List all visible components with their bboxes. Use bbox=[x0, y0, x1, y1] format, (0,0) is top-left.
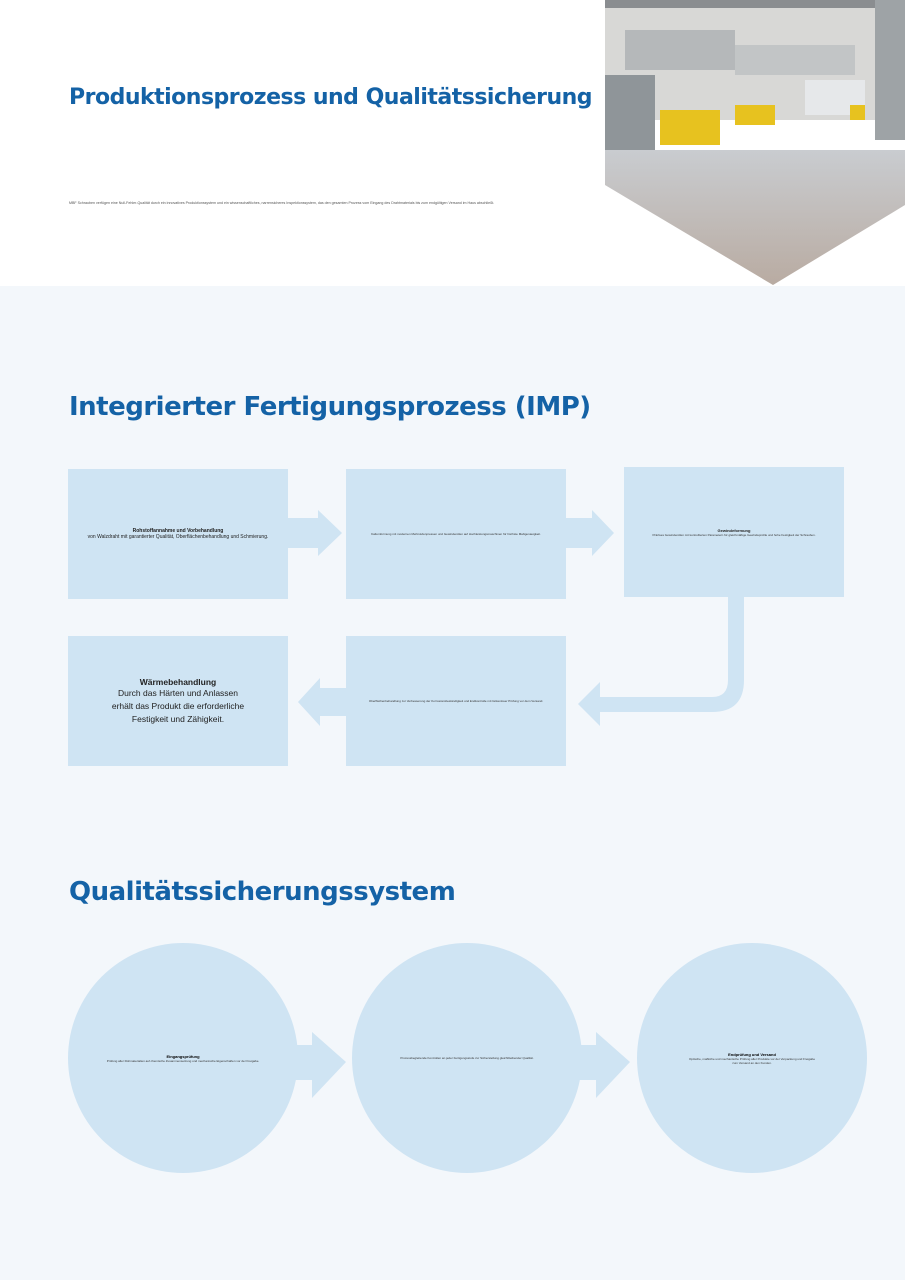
qs-item-text: Prüfung aller Rohmaterialien auf chemisc… bbox=[106, 1058, 260, 1063]
page-title: Produktionsprozess und Qualitätssicherun… bbox=[69, 85, 593, 110]
step-cold-forming: Kaltumformung mit modernen Mehrstufenpre… bbox=[346, 469, 566, 599]
qs-title: Qualitätssicherungssystem bbox=[69, 877, 456, 907]
qs-incoming-inspection: Eingangsprüfung Prüfung aller Rohmateria… bbox=[68, 943, 298, 1173]
qs-item-title: Eingangsprüfung bbox=[166, 1053, 200, 1059]
step-thread-forming: Gewindeformung Präzises Gewinderollen mi… bbox=[624, 467, 844, 597]
arrow-left-icon bbox=[298, 678, 346, 726]
imp-title: Integrierter Fertigungsprozess (IMP) bbox=[69, 392, 591, 422]
step-text: Durch das Härten und Anlassen erhält das… bbox=[111, 687, 245, 724]
qs-item-text: Optische, maßliche und mechanische Prüfu… bbox=[688, 1056, 816, 1061]
arrow-right-icon bbox=[566, 510, 614, 556]
step-surface-treatment: Oberflächenbehandlung zur Verbesserung d… bbox=[346, 636, 566, 766]
qs-item-title: Endprüfung und Versand bbox=[728, 1051, 776, 1057]
arrow-right-icon bbox=[575, 1032, 630, 1098]
step-heat-treatment: Wärmebehandlung Durch das Härten und Anl… bbox=[68, 636, 288, 766]
step-text: von Walzdraht mit garantierter Qualität,… bbox=[87, 534, 269, 540]
qs-item-text-2: zum Versand an den Kunden. bbox=[732, 1060, 772, 1065]
step-text: Oberflächenbehandlung zur Verbesserung d… bbox=[368, 699, 544, 703]
step-title: Rohstoffannahme und Vorbehandlung bbox=[132, 528, 224, 534]
step-text: Kaltumformung mit modernen Mehrstufenpre… bbox=[371, 532, 541, 536]
intro-text: MBF Schrauben verfügen eine Null-Fehler-… bbox=[69, 201, 495, 205]
arrow-right-icon bbox=[288, 510, 342, 556]
qs-final-inspection: Endprüfung und Versand Optische, maßlich… bbox=[637, 943, 867, 1173]
step-title: Gewindeformung bbox=[717, 527, 751, 533]
step-text: Präzises Gewinderollen mit kontrollierte… bbox=[652, 532, 816, 537]
connector-arrow-icon bbox=[578, 597, 744, 726]
arrow-right-icon bbox=[290, 1032, 346, 1098]
qs-process-control: Prozessbegleitende Kontrollen an jeder F… bbox=[352, 943, 582, 1173]
factory-photo bbox=[605, 0, 905, 285]
step-raw-material: Rohstoffannahme und Vorbehandlung von Wa… bbox=[68, 469, 288, 599]
step-title: Wärmebehandlung bbox=[139, 676, 217, 687]
qs-item-text: Prozessbegleitende Kontrollen an jeder F… bbox=[400, 1056, 534, 1060]
